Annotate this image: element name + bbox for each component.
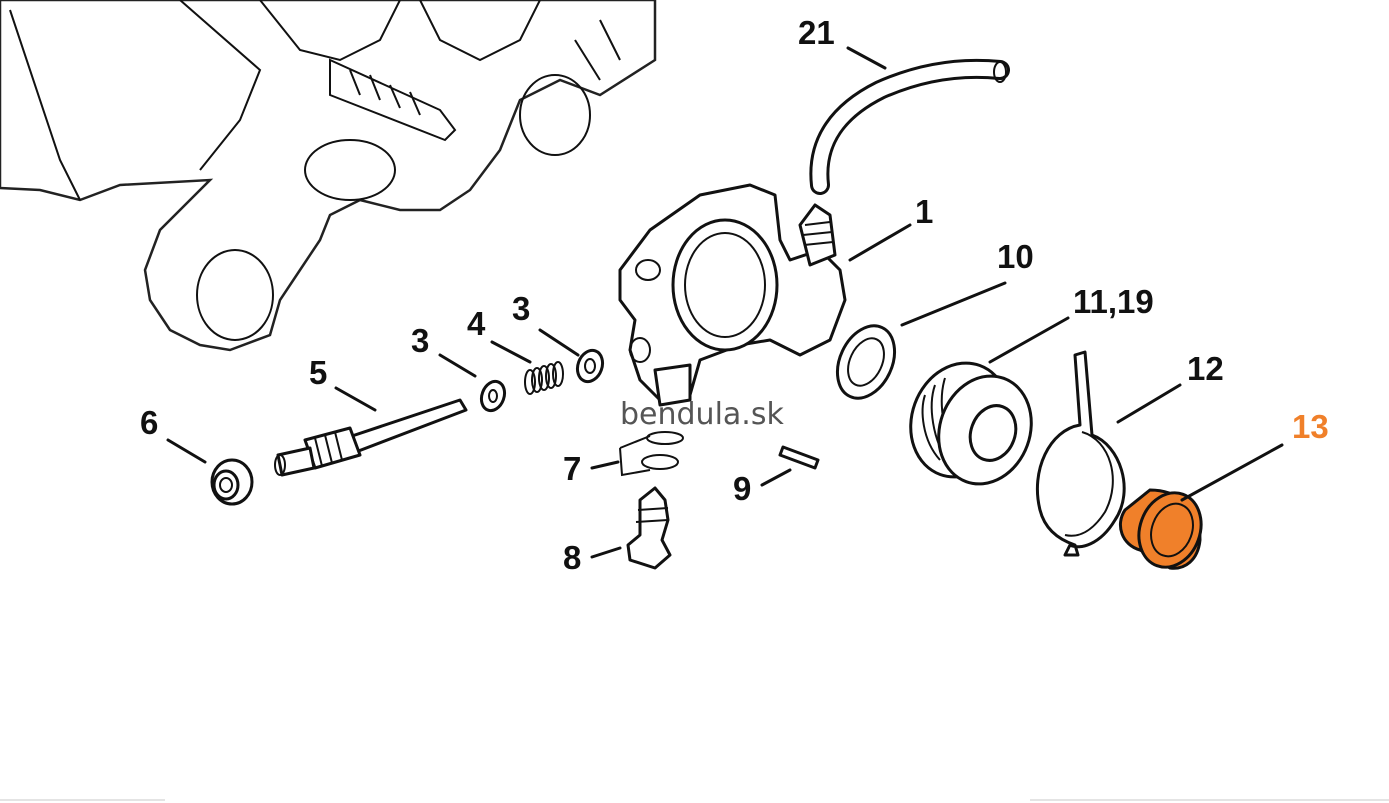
seal-part-7 — [619, 431, 684, 477]
callout-6: 6 — [140, 404, 158, 441]
callout-3-right: 3 — [512, 290, 530, 327]
callout-11-19: 11,19 — [1073, 283, 1154, 320]
washer-part-3-left — [479, 379, 507, 413]
shaft-part-5 — [274, 398, 468, 477]
valve-part-8 — [626, 486, 672, 570]
callout-9: 9 — [733, 470, 751, 507]
cap-part-6 — [210, 458, 254, 506]
callout-10: 10 — [997, 238, 1034, 275]
spring-clip-part-12 — [1035, 350, 1126, 557]
oil-hose-part-21 — [809, 58, 1010, 195]
washer-part-10 — [835, 324, 897, 400]
worm-gear-part-11-19 — [909, 361, 1033, 486]
engine-housing — [0, 0, 657, 352]
callout-13: 13 — [1292, 408, 1329, 445]
washer-part-3-right — [575, 348, 605, 384]
bushing-part-13 — [1119, 488, 1203, 570]
callout-21: 21 — [798, 14, 835, 51]
spring-part-4 — [524, 361, 564, 395]
callout-5: 5 — [309, 354, 327, 391]
callout-4: 4 — [467, 305, 486, 342]
callout-3-left: 3 — [411, 322, 429, 359]
watermark: bendula.sk — [620, 397, 784, 432]
callout-7: 7 — [563, 450, 581, 487]
callout-12: 12 — [1187, 350, 1224, 387]
callout-labels: 21 1 10 11,19 12 13 3 3 4 5 6 7 8 9 — [140, 14, 1329, 576]
oil-pump-part-1 — [618, 183, 847, 407]
callout-8: 8 — [563, 539, 581, 576]
pin-part-9 — [778, 445, 820, 470]
leader-lines — [166, 46, 1284, 559]
callout-1: 1 — [915, 193, 933, 230]
